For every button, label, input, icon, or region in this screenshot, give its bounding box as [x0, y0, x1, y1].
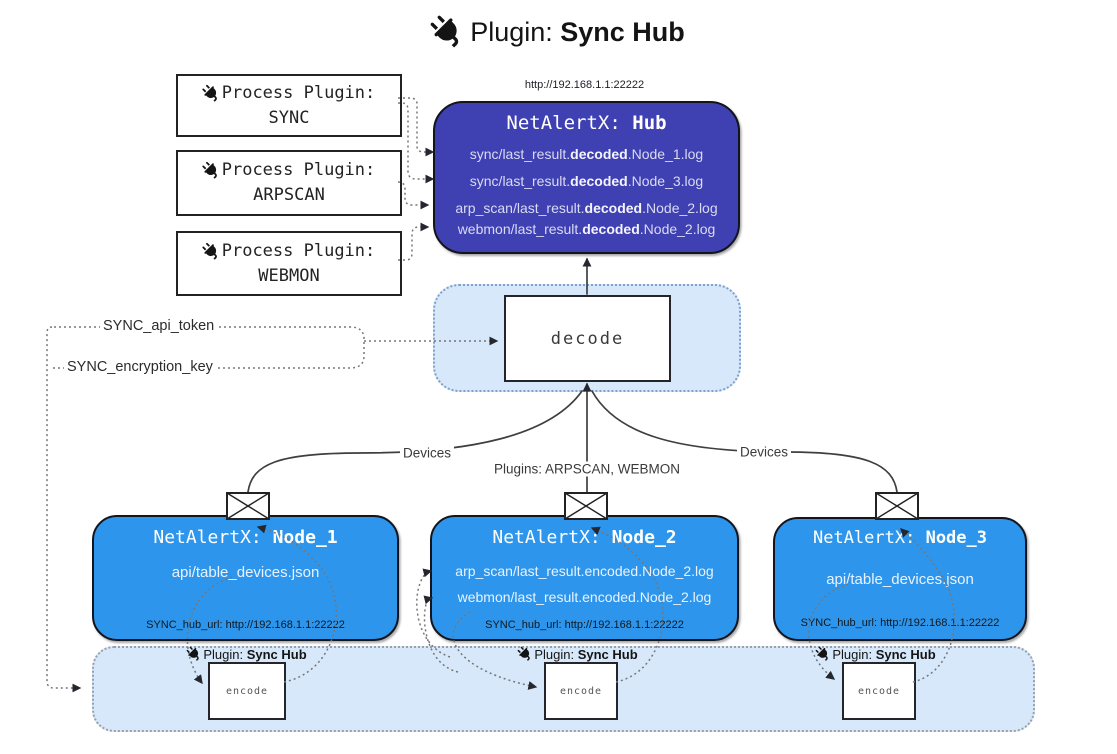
edge-label-plugins: Plugins: ARPSCAN, WEBMON	[490, 461, 684, 477]
encode-box: encode	[842, 662, 916, 720]
node-hub-url: SYNC_hub_url: http://192.168.1.1:22222	[485, 619, 684, 631]
process-plugin-label: Process Plugin:	[221, 160, 376, 181]
process-plugin-box-arpscan: Process Plugin: ARPSCAN	[176, 150, 402, 216]
edge-sync-to-hub-1	[398, 97, 435, 157]
node-box-node-2: NetAlertX: Node_2 arp_scan/last_result.e…	[430, 515, 739, 641]
encoder-label: Plugin: Sync Hub	[813, 644, 936, 665]
node-hub-url: SYNC_hub_url: http://192.168.1.1:22222	[146, 619, 345, 631]
decode-box: decode	[504, 295, 671, 382]
encoder-label: Plugin: Sync Hub	[515, 644, 638, 665]
plug-icon	[198, 158, 223, 183]
edge-devices-left	[247, 390, 583, 493]
node-title: NetAlertX: Node_1	[153, 527, 338, 548]
envelope-icon	[226, 492, 270, 520]
sync-api-token-label: SYNC_api_token	[100, 318, 218, 334]
edge-arpscan-to-hub	[397, 181, 430, 210]
edge-label-devices-left: Devices	[399, 445, 455, 461]
process-plugin-name: SYNC	[268, 107, 310, 128]
plug-icon	[198, 239, 223, 264]
encode-box: encode	[208, 662, 286, 720]
plug-icon	[515, 644, 536, 665]
process-plugin-name: WEBMON	[258, 265, 320, 286]
hub-log-line: sync/last_result.decoded.Node_1.log	[469, 146, 704, 162]
edge-webmon-to-hub	[398, 222, 430, 261]
edge-label-devices-right: Devices	[736, 444, 792, 460]
edge-sync-to-hub-2	[398, 102, 435, 184]
process-plugin-label: Process Plugin:	[221, 82, 376, 103]
node-box-node-1: NetAlertX: Node_1 api/table_devices.json…	[92, 515, 399, 641]
title-name: Sync Hub	[560, 16, 685, 47]
hub-log-line: sync/last_result.decoded.Node_3.log	[469, 173, 704, 189]
edge-devices-right	[591, 390, 898, 493]
hub-url: http://192.168.1.1:22222	[524, 79, 645, 91]
plug-icon	[184, 644, 205, 665]
encode-box: encode	[544, 662, 618, 720]
node-line: api/table_devices.json	[826, 571, 974, 588]
process-plugin-box-sync: Process Plugin: SYNC	[176, 74, 402, 137]
envelope-icon	[564, 492, 608, 520]
node-line: arp_scan/last_result.encoded.Node_2.log	[455, 563, 714, 579]
hub-box: NetAlertX: Hub sync/last_result.decoded.…	[433, 101, 740, 254]
plug-icon	[198, 81, 223, 106]
plug-icon	[813, 644, 834, 665]
page-title: Plugin: Sync Hub	[0, 14, 1117, 50]
node-title: NetAlertX: Node_3	[812, 528, 987, 548]
process-plugin-name: ARPSCAN	[253, 185, 325, 205]
encoder-label: Plugin: Sync Hub	[184, 644, 307, 665]
hub-title: NetAlertX: Hub	[506, 112, 667, 134]
hub-log-line: arp_scan/last_result.decoded.Node_2.log	[455, 200, 718, 216]
node-line: webmon/last_result.encoded.Node_2.log	[457, 589, 712, 605]
page-title-text: Plugin: Sync Hub	[470, 17, 685, 48]
node-hub-url: SYNC_hub_url: http://192.168.1.1:22222	[800, 617, 1000, 629]
hub-log-line: webmon/last_result.decoded.Node_2.log	[457, 221, 716, 237]
plug-icon	[424, 9, 471, 56]
process-plugin-label: Process Plugin:	[221, 240, 376, 261]
edge-key-to-encoders	[46, 326, 82, 693]
envelope-icon	[875, 492, 919, 520]
process-plugin-box-webmon: Process Plugin: WEBMON	[176, 231, 402, 296]
node-line: api/table_devices.json	[171, 564, 320, 581]
node-title: NetAlertX: Node_2	[492, 527, 677, 548]
node-box-node-3: NetAlertX: Node_3 api/table_devices.json…	[773, 517, 1027, 641]
sync-encryption-key-label: SYNC_encryption_key	[64, 359, 216, 375]
title-prefix: Plugin:	[470, 16, 561, 47]
